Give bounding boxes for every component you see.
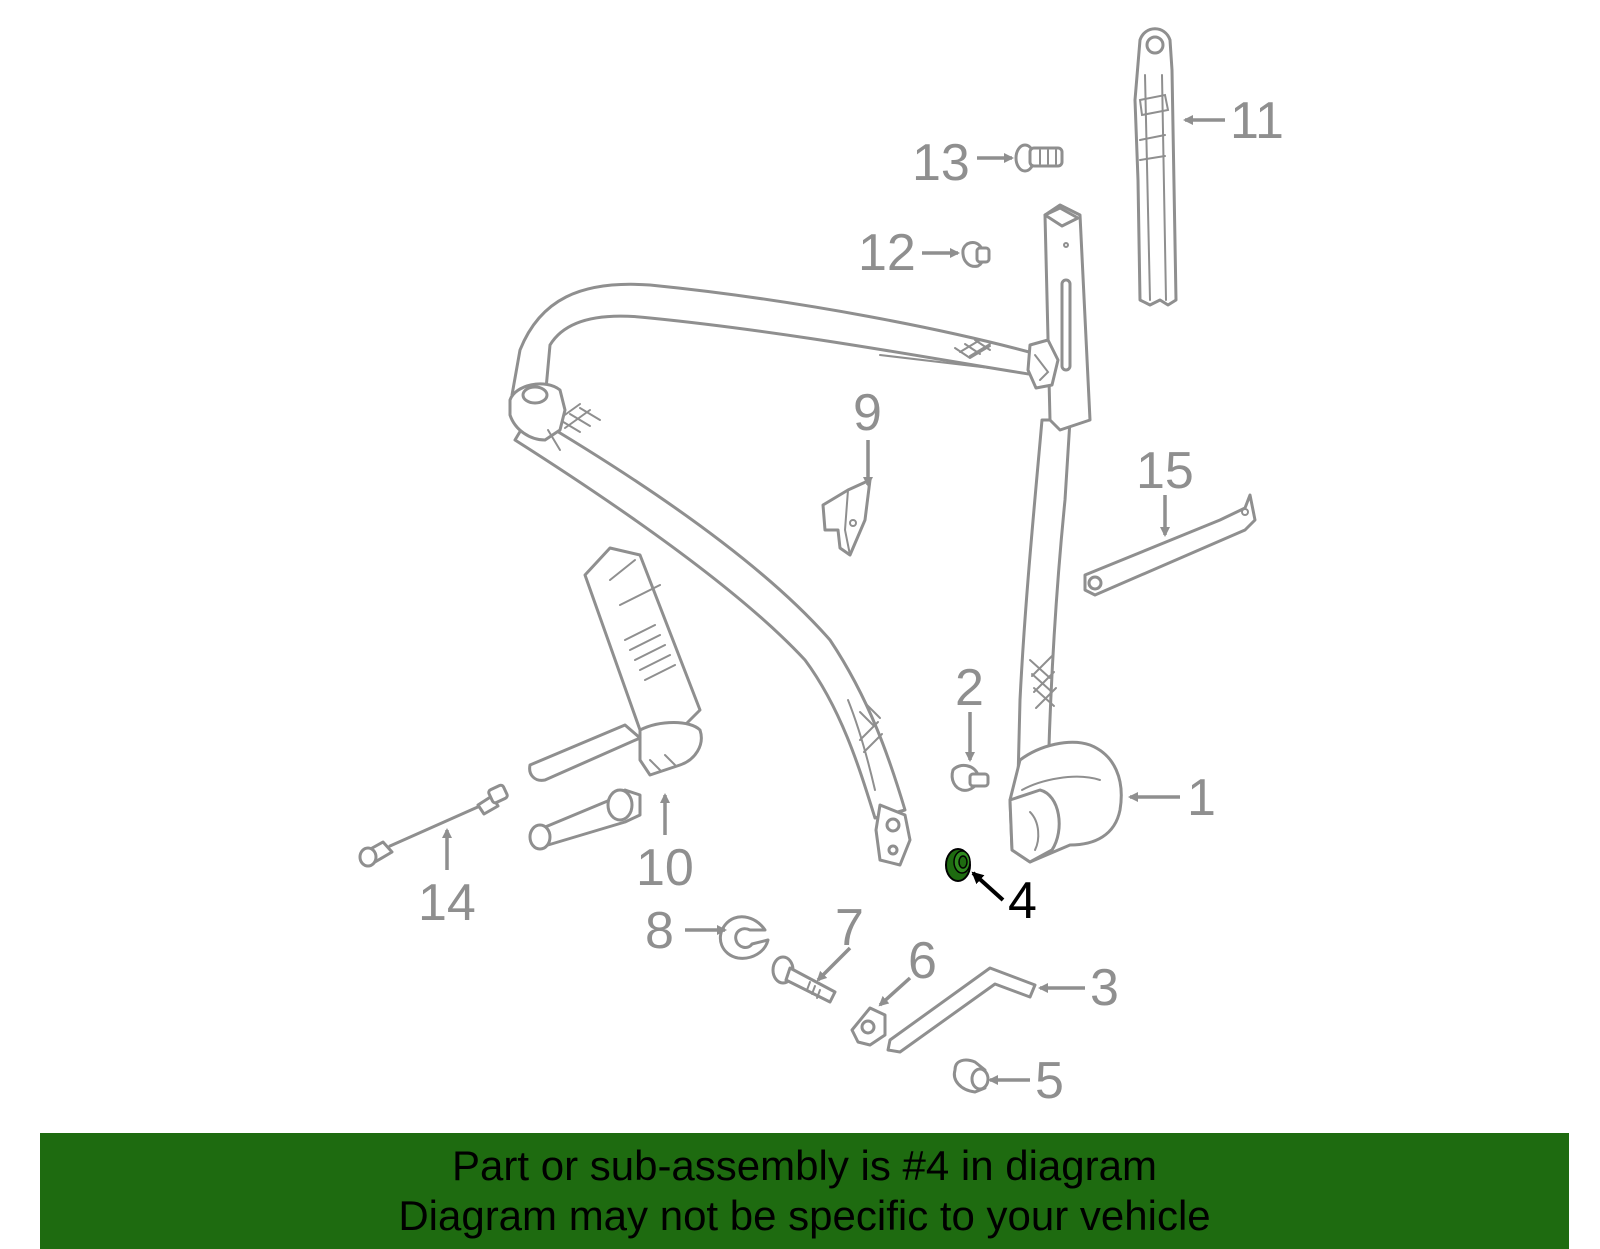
callout-4: 4 — [1008, 872, 1037, 930]
callout-15: 15 — [1136, 442, 1194, 500]
callout-12: 12 — [858, 224, 916, 282]
belt-webbing — [508, 203, 1092, 867]
info-banner: Part or sub-assembly is #4 in diagram Di… — [40, 1133, 1569, 1249]
part-14-cable — [358, 783, 509, 868]
part-3-anchor-bar — [886, 966, 1037, 1054]
part-15-bracket — [1083, 493, 1257, 597]
callout-2: 2 — [955, 659, 984, 717]
banner-line-2: Diagram may not be specific to your vehi… — [398, 1192, 1211, 1239]
callout-8: 8 — [645, 902, 674, 960]
part-8-clip — [719, 915, 770, 960]
callout-1: 1 — [1187, 769, 1216, 827]
callout-11: 11 — [1230, 92, 1284, 150]
part-10-buckle — [528, 546, 703, 851]
part-2-bolt — [950, 763, 990, 792]
part-13-bolt — [1014, 143, 1064, 173]
callout-9: 9 — [853, 384, 882, 442]
part-1-retractor — [1008, 740, 1123, 864]
callout-14: 14 — [418, 874, 476, 932]
part-12-bolt — [961, 241, 991, 268]
callout-3: 3 — [1090, 959, 1119, 1017]
part-9-trim-cover — [821, 478, 872, 557]
callout-10: 10 — [636, 839, 694, 897]
part-6-washer — [850, 1006, 887, 1047]
leader-arrows — [442, 115, 1225, 1085]
part-7-bolt — [771, 955, 837, 1004]
callout-6: 6 — [908, 932, 937, 990]
banner-line-1: Part or sub-assembly is #4 in diagram — [452, 1142, 1157, 1189]
callout-labels: 1 2 3 4 5 6 7 8 9 10 11 12 13 14 15 — [418, 92, 1284, 1110]
callout-5: 5 — [1035, 1052, 1064, 1110]
part-4-nut-highlighted — [945, 848, 971, 882]
callout-13: 13 — [912, 134, 970, 192]
part-5-bushing — [952, 1058, 990, 1094]
part-11-height-adjuster — [1133, 27, 1178, 307]
callout-7: 7 — [835, 899, 864, 957]
